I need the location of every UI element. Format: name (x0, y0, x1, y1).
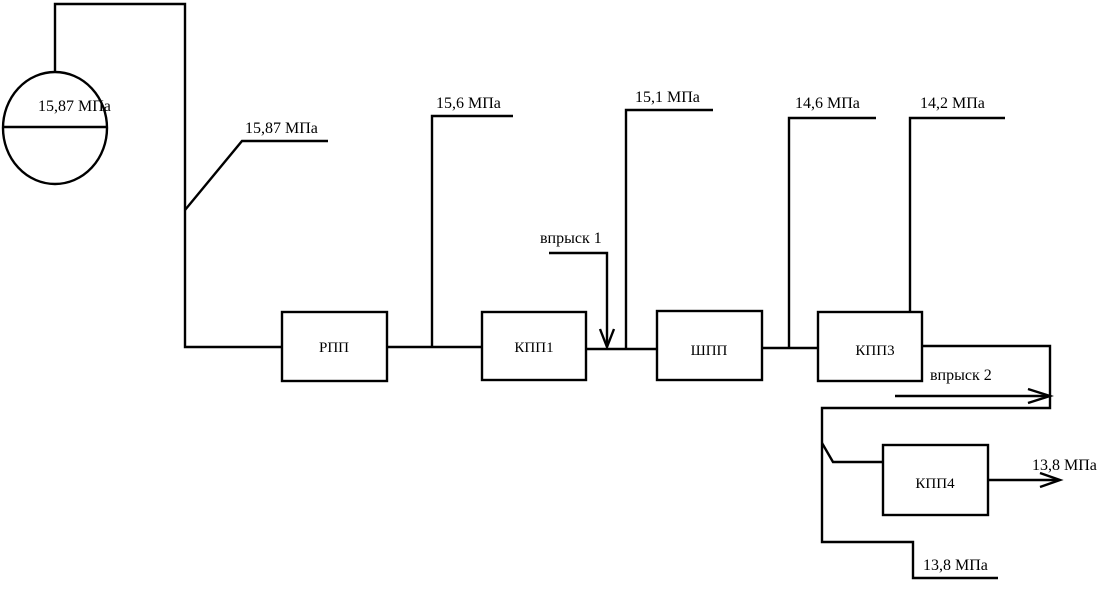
leader-after-drum (184, 139, 328, 211)
kpp4-outlet-arrowhead (1039, 471, 1064, 489)
pressure-after-drum: 15,87 МПа (245, 120, 318, 137)
drum-pressure-label: 15,87 МПа (38, 98, 111, 115)
block-rpp (280, 310, 389, 383)
block-kpp3 (816, 310, 924, 383)
pressure-before-kpp3: 14,6 МПа (795, 95, 860, 112)
block-kpp1-label: КПП1 (514, 340, 553, 356)
injection-2-arrowhead (1027, 387, 1054, 405)
drum: 15,87 МПа (1, 70, 111, 186)
block-kpp4-label: КПП4 (915, 476, 955, 492)
pressure-bypass: 13,8 МПа (923, 557, 988, 574)
block-kpp4 (881, 443, 990, 517)
pressure-before-shpp: 15,1 МПа (635, 89, 700, 106)
pressure-after-kpp4: 13,8 МПа (1032, 457, 1097, 474)
injection-1-label: впрыск 1 (540, 230, 602, 247)
pipe-kpp3-outlet-loop (820, 344, 1052, 580)
block-kpp3-label: КПП3 (855, 343, 894, 359)
injection-2-label: впрыск 2 (930, 367, 992, 384)
drum-outlet-pipe (53, 2, 282, 349)
block-kpp1 (480, 310, 588, 382)
pressure-after-kpp3: 14,2 МПа (920, 95, 985, 112)
injection-1-arrowhead (598, 328, 616, 351)
leader-after-kpp3 (908, 116, 1005, 312)
leader-before-kpp1 (430, 114, 513, 347)
leader-before-kpp3 (787, 116, 876, 348)
pipe-to-kpp4 (820, 442, 883, 464)
block-shpp-label: ШПП (691, 343, 728, 359)
leader-before-shpp (624, 108, 713, 349)
pressure-before-kpp1: 15,6 МПа (436, 95, 501, 112)
injection-1-line (549, 251, 609, 347)
block-rpp-label: РПП (319, 340, 349, 356)
block-shpp (655, 309, 764, 382)
